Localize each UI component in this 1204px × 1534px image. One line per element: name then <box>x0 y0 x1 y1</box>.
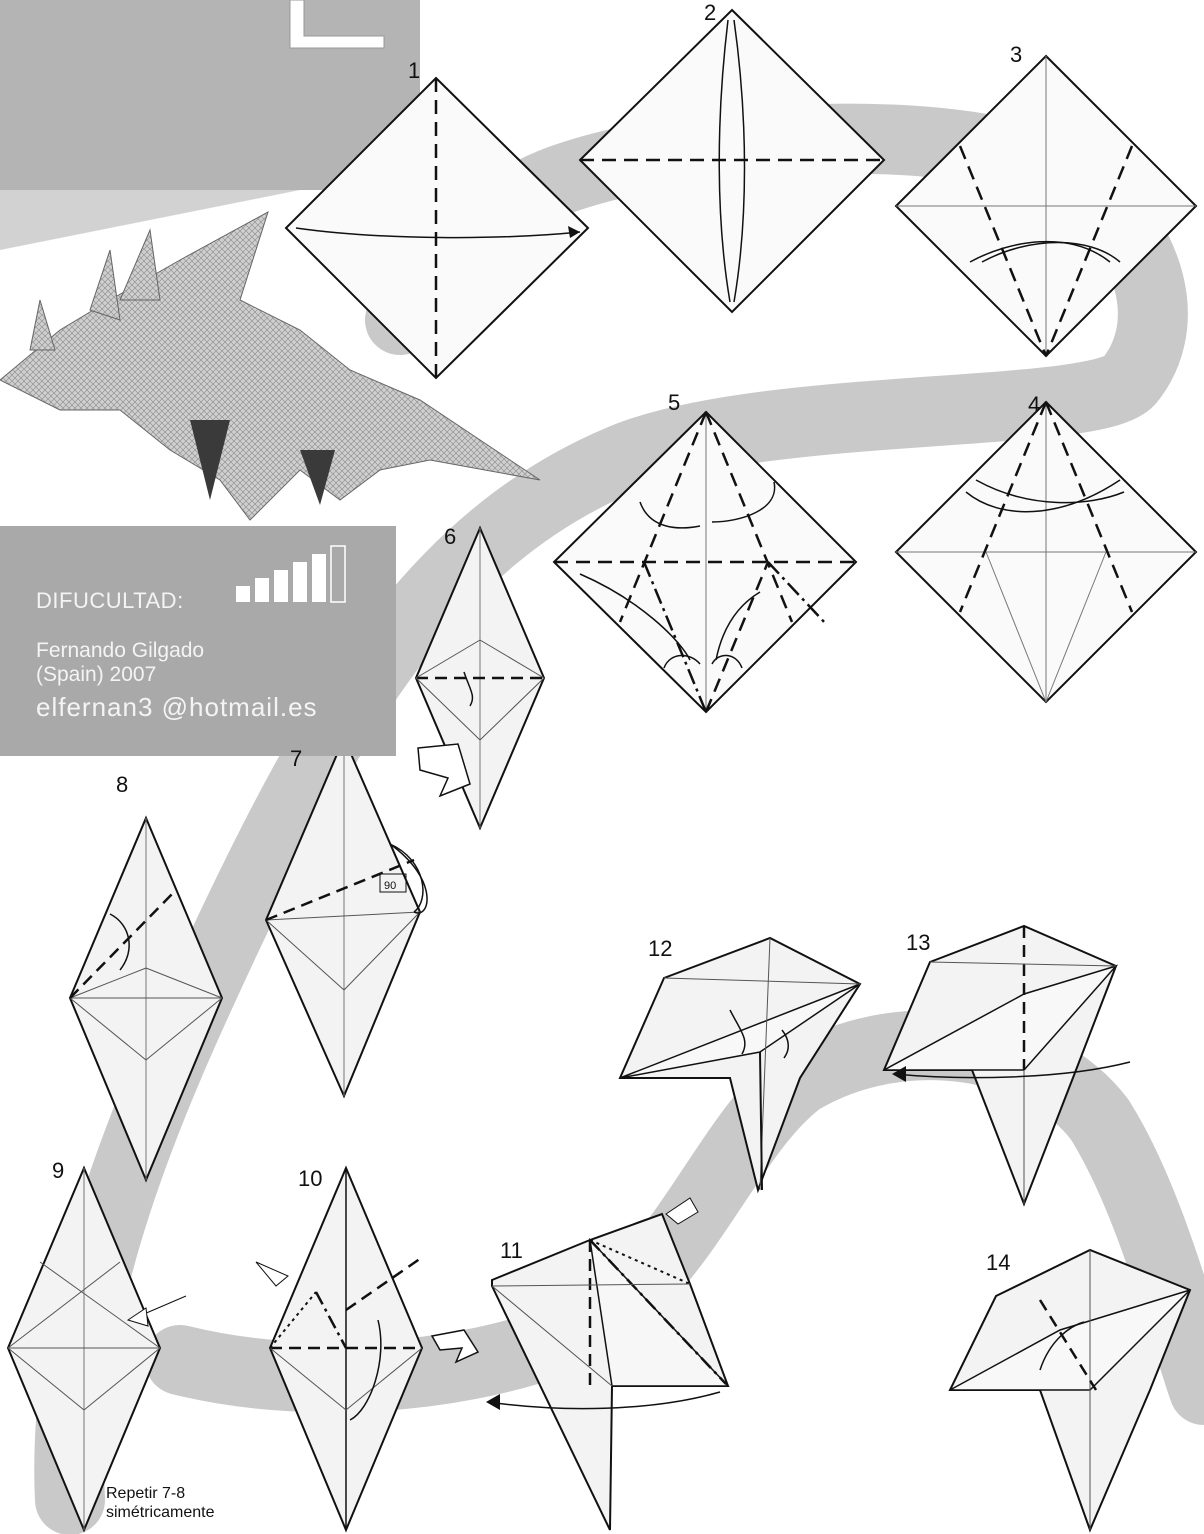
difficulty-bar-filled <box>274 570 288 602</box>
step-number-8: 8 <box>116 772 128 798</box>
step-number-14: 14 <box>986 1250 1010 1276</box>
difficulty-bar-filled <box>236 586 250 602</box>
step-number-10: 10 <box>298 1166 322 1192</box>
step-number-7: 7 <box>290 746 302 772</box>
step-number-2: 2 <box>704 0 716 26</box>
step-number-4: 4 <box>1028 392 1040 418</box>
step-number-1: 1 <box>408 58 420 84</box>
step-number-12: 12 <box>648 936 672 962</box>
step-number-11: 11 <box>500 1238 523 1264</box>
repeat-note-line-2: simétricamente <box>106 1503 214 1522</box>
step-number-13: 13 <box>906 930 930 956</box>
step-number-9: 9 <box>52 1158 64 1184</box>
repeat-note-line-1: Repetir 7-8 <box>106 1484 214 1503</box>
repeat-note: Repetir 7-8 simétricamente <box>106 1484 214 1522</box>
difficulty-bar-filled <box>255 578 269 602</box>
difficulty-bar-filled <box>312 554 326 602</box>
step-number-6: 6 <box>444 524 456 550</box>
step-number-3: 3 <box>1010 42 1022 68</box>
step-number-5: 5 <box>668 390 680 416</box>
difficulty-bar-filled <box>293 562 307 602</box>
difficulty-bar-empty <box>331 546 345 602</box>
